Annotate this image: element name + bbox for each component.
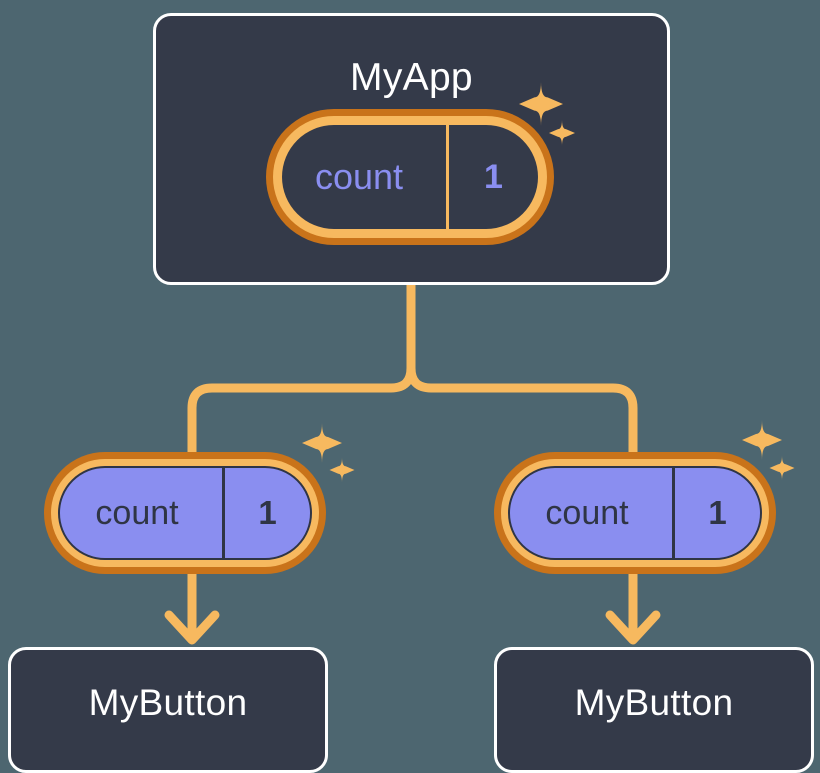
sparkle-left-large — [302, 423, 342, 463]
component-title-mybutton-left: MyButton — [88, 682, 248, 723]
signal-key-left: count — [95, 493, 179, 532]
sparkle-right-small — [769, 455, 795, 481]
signal-pill-right-ring: count 1 — [501, 459, 769, 567]
signal-pill-left-ring: count 1 — [51, 459, 319, 567]
signal-pill-right[interactable]: count 1 — [494, 452, 776, 574]
signal-pill-root[interactable]: count 1 — [266, 109, 554, 245]
signal-pill-root-ring: count 1 — [273, 116, 547, 238]
signal-key-right: count — [545, 493, 629, 532]
wire-branch-left — [187, 367, 416, 452]
signal-pill-root-body: count 1 — [282, 125, 538, 229]
component-title-mybutton-right: MyButton — [574, 682, 734, 723]
signal-key-root: count — [314, 156, 404, 197]
component-title-myapp: MyApp — [350, 56, 473, 99]
signal-value-root: 1 — [446, 125, 538, 229]
component-card-mybutton-left[interactable]: MyButton — [8, 647, 328, 773]
signal-value-left: 1 — [222, 468, 310, 558]
sparkle-right-large — [742, 420, 782, 460]
wire-branch-right — [406, 367, 638, 452]
sparkle-left-small — [329, 457, 355, 483]
signal-pill-left[interactable]: count 1 — [44, 452, 326, 574]
signal-value-right: 1 — [672, 468, 760, 558]
signal-pill-right-body: count 1 — [508, 466, 762, 560]
signal-pill-left-body: count 1 — [58, 466, 312, 560]
wire-arrow-left-head — [164, 610, 220, 645]
component-card-mybutton-right[interactable]: MyButton — [494, 647, 814, 773]
wire-arrow-right-head — [605, 610, 661, 645]
